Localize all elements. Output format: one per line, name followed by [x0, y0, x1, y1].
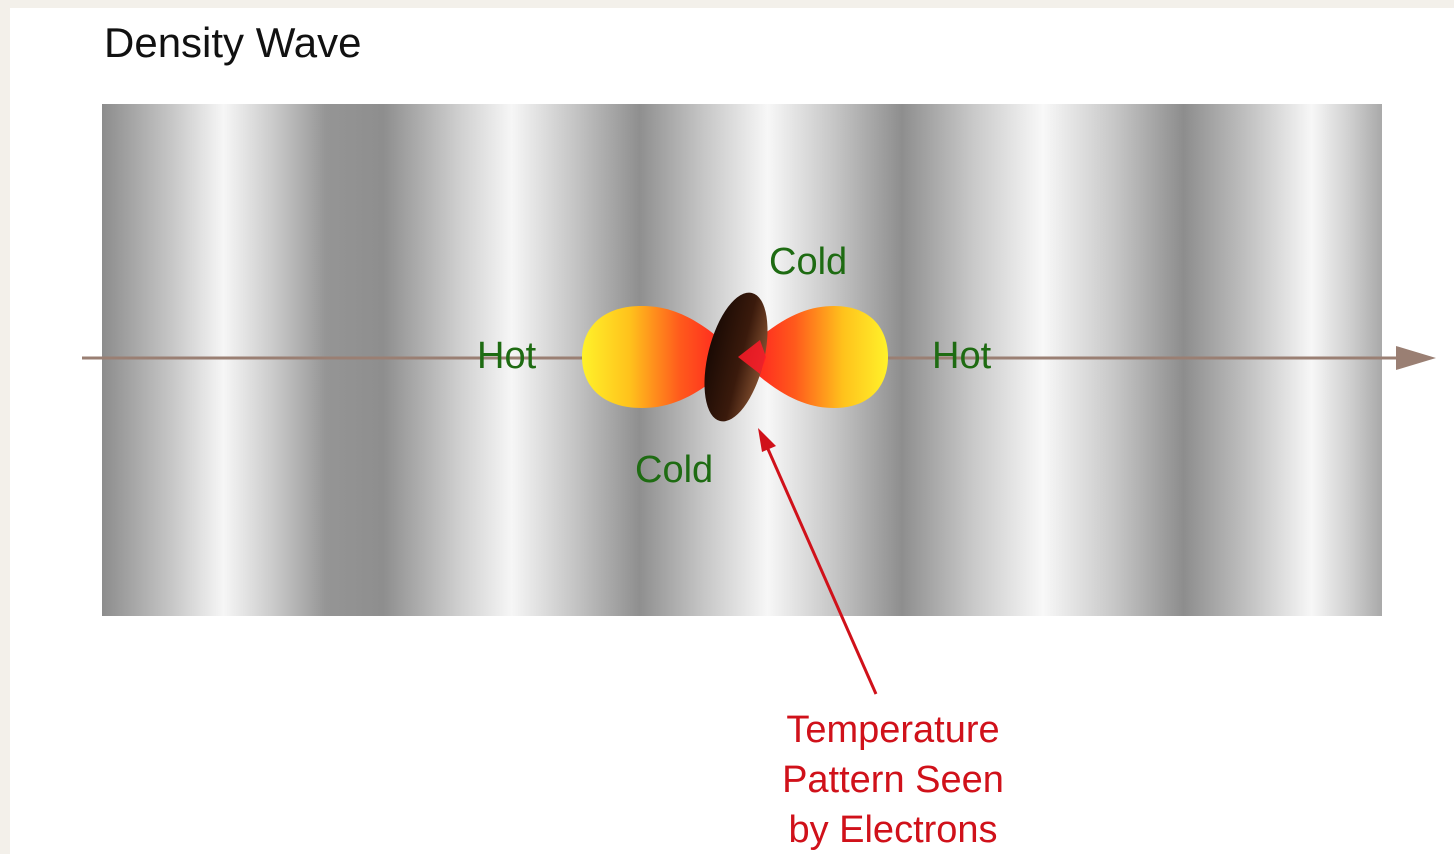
annotation-arrowhead: [758, 428, 776, 452]
page-title: Density Wave: [104, 19, 362, 66]
axis-arrowhead: [1396, 346, 1436, 370]
cold-label-bottom: Cold: [635, 449, 713, 491]
hot-lobe-left: [582, 306, 740, 408]
hot-lobe-right: [738, 306, 888, 408]
cold-label-top: Cold: [769, 241, 847, 283]
cold-lobe: [704, 292, 768, 422]
annotation-line-3: by Electrons: [788, 809, 997, 851]
annotation-line-2: Pattern Seen: [782, 759, 1004, 801]
hot-label-right: Hot: [932, 335, 992, 377]
annotation-arrow: [762, 439, 878, 695]
lobe-junction: [738, 340, 766, 374]
hot-label-left: Hot: [477, 335, 537, 377]
annotation-line-1: Temperature: [786, 709, 999, 751]
